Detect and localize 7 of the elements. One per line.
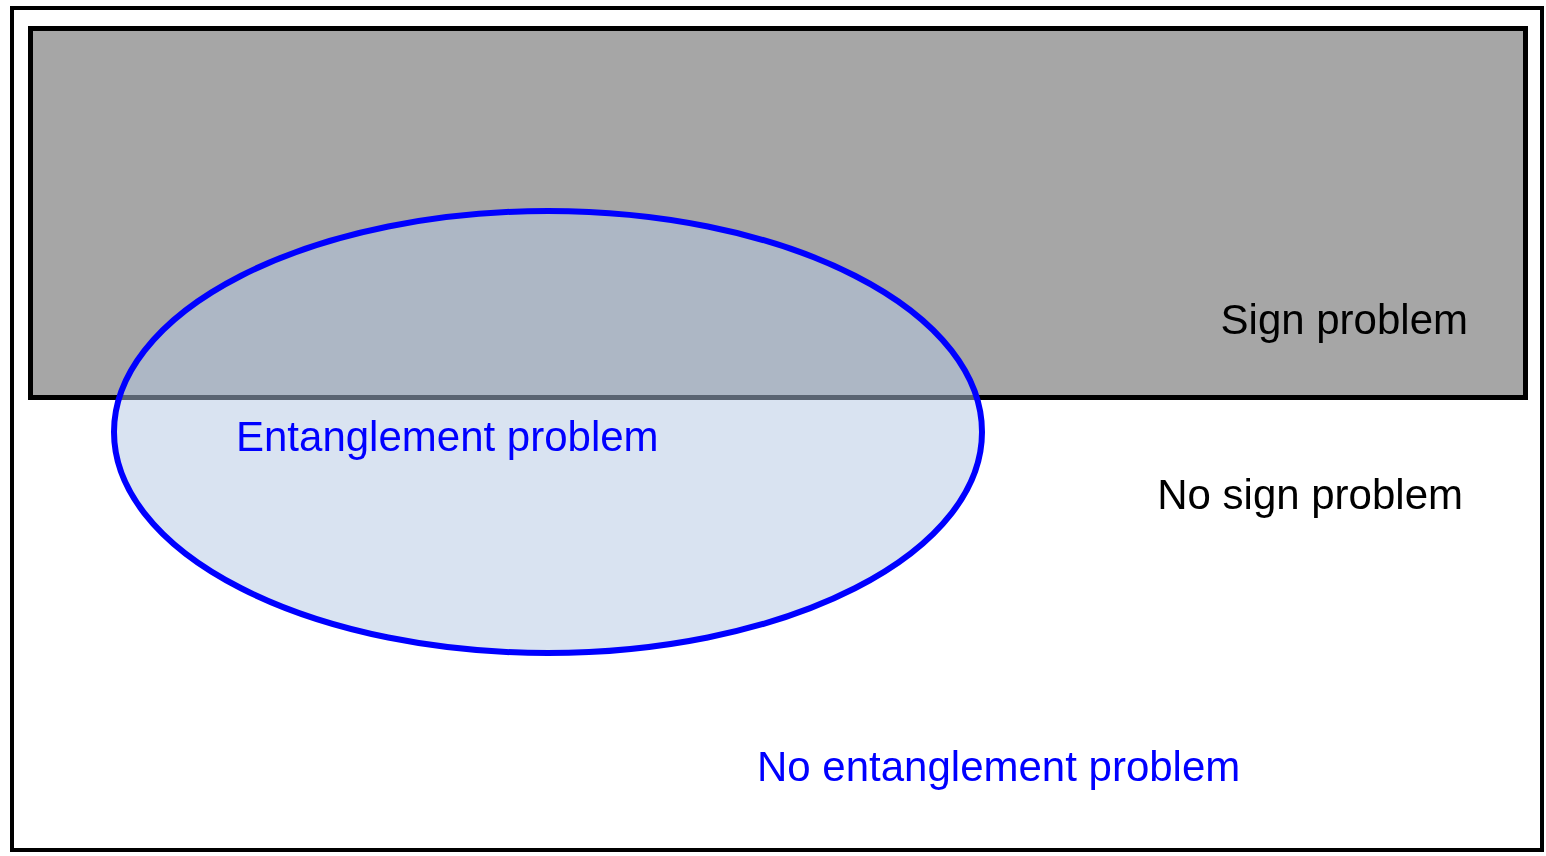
region-label: Entanglement problem bbox=[236, 412, 659, 462]
region-label: No entanglement problem bbox=[757, 742, 1241, 792]
shaded-band bbox=[28, 26, 1528, 400]
outer-frame bbox=[10, 6, 1544, 852]
region-label: Sign problem bbox=[1220, 295, 1468, 345]
region-label: No sign problem bbox=[1157, 470, 1463, 520]
ellipse-region bbox=[111, 208, 985, 656]
